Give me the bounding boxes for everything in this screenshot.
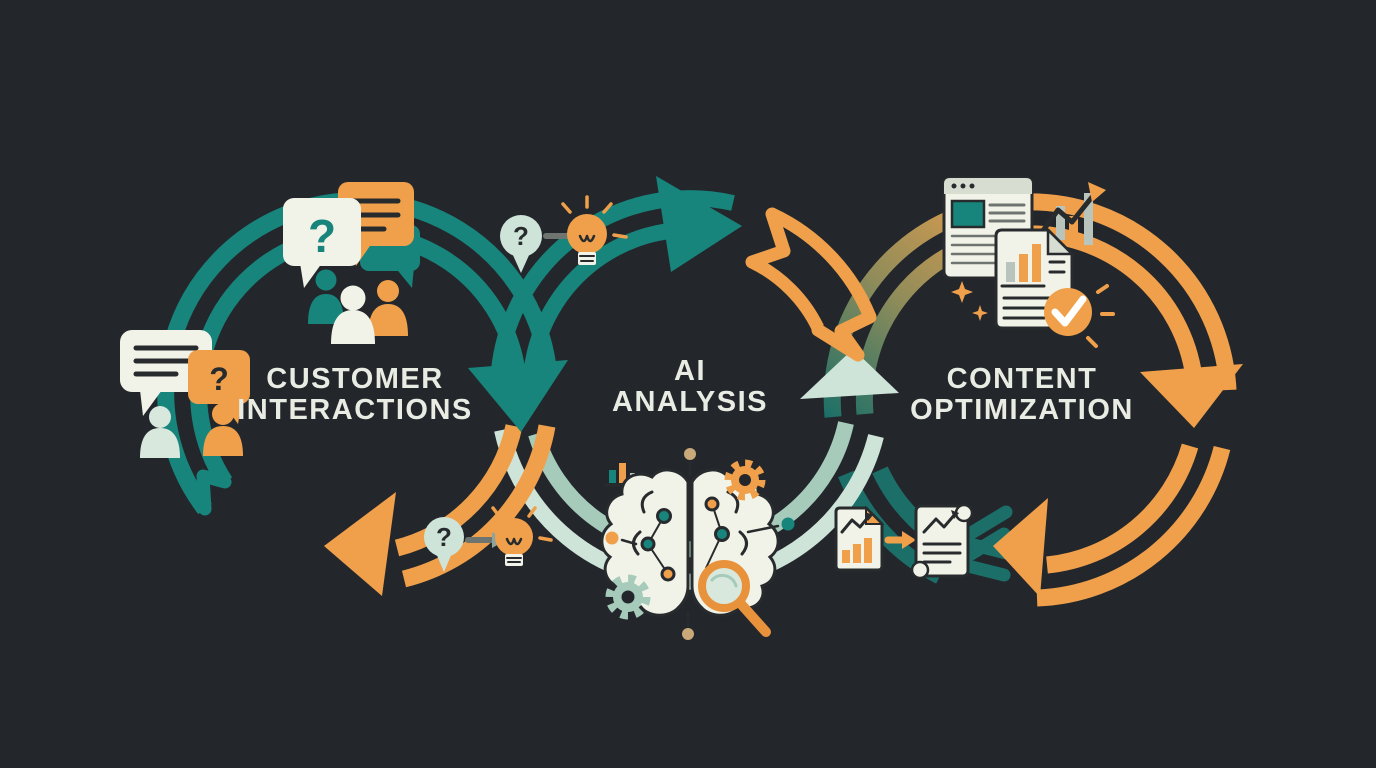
person-orange: [377, 280, 399, 302]
brain-icon: [600, 448, 795, 640]
magnifier-icon: [698, 560, 771, 637]
svg-text:?: ?: [513, 221, 529, 251]
node-dot-top: [684, 448, 696, 460]
question-to-idea-bottom: ?: [424, 500, 553, 572]
orange-band-outer-edge: [769, 208, 877, 320]
orange-band-end-zigzag: [811, 310, 877, 362]
gear-icon-orange: [724, 459, 766, 501]
sparkle-icon: [951, 281, 973, 303]
right-ring-orange-arc-inner-lower: [1046, 443, 1199, 574]
sparkle-icon: [972, 305, 988, 321]
node-dot: [656, 508, 672, 524]
content-icons-cluster: [942, 176, 1115, 348]
gear-icon-pale: [605, 574, 651, 620]
check-badge-icon: [1044, 288, 1092, 336]
question-pin-icon: [500, 215, 542, 257]
label-customer-line1: CUSTOMER: [266, 363, 443, 395]
lightbulb-icon: [491, 500, 553, 566]
lightbulb-icon: [561, 195, 628, 265]
label-ai-line1: AI: [674, 355, 706, 387]
chart-doc-icon: [834, 505, 885, 572]
orange-band-start-notch: [745, 207, 791, 269]
growth-chart-icon: [1039, 182, 1106, 245]
checkmark: [1051, 295, 1087, 327]
report-handoff-cluster: [834, 503, 974, 580]
teal-tail-chevron: [196, 469, 232, 516]
right-ring-orange-arc-outer-lower: [1036, 445, 1231, 607]
svg-text:?: ?: [436, 522, 452, 552]
teal-right-arrow-top: [656, 176, 742, 272]
label-content-line1: CONTENT: [947, 363, 1098, 395]
question-mark: ?: [308, 210, 336, 262]
report-card-icon: [994, 226, 1115, 348]
left-ring-orange-arc-outer: [401, 424, 556, 588]
pale-up-arrow: [800, 349, 899, 399]
orange-band-inner-edge: [749, 256, 824, 331]
right-ring-orange-arc-outer: [1022, 193, 1237, 391]
person-white: [340, 285, 366, 311]
image-placeholder: [950, 199, 986, 229]
folded-corner: [1046, 226, 1076, 256]
orange-down-arrow: [1140, 364, 1243, 428]
node-dot-right: [781, 517, 795, 531]
ai-brain-cluster: [600, 448, 795, 640]
label-ai-line2: ANALYSIS: [612, 386, 768, 418]
scroll-doc-icon: [910, 503, 974, 580]
chat-cluster-left: ?: [120, 330, 250, 458]
ring-ai-teal-arcs: [491, 176, 742, 371]
orange-left-arrow: [993, 498, 1048, 597]
question-pin-icon: [424, 517, 464, 557]
question-mark: ?: [209, 361, 229, 397]
person-pale: [149, 406, 171, 428]
person-teal: [315, 269, 337, 291]
left-ring-orange-arc-inner: [394, 424, 523, 557]
ring-ai-orange-band: [745, 207, 877, 362]
person-orange: [212, 403, 234, 425]
bulb-ray: [561, 202, 572, 214]
node-dot-left: [605, 531, 619, 545]
node-dot-bottom: [682, 628, 694, 640]
growth-arrowhead: [1088, 182, 1106, 202]
label-customer-line2: INTERACTIONS: [237, 394, 473, 426]
teal-down-arrow: [468, 360, 568, 432]
question-speech-bubble: ?: [283, 198, 361, 288]
chat-cluster-top: ?: [283, 182, 420, 344]
question-to-idea-top: ?: [500, 195, 628, 273]
people-group: [308, 269, 408, 344]
label-content-line2: OPTIMIZATION: [910, 394, 1134, 426]
orange-left-arrow-bottom: [324, 492, 396, 596]
stage-labels: CUSTOMER INTERACTIONS AI ANALYSIS CONTEN…: [237, 355, 1134, 426]
